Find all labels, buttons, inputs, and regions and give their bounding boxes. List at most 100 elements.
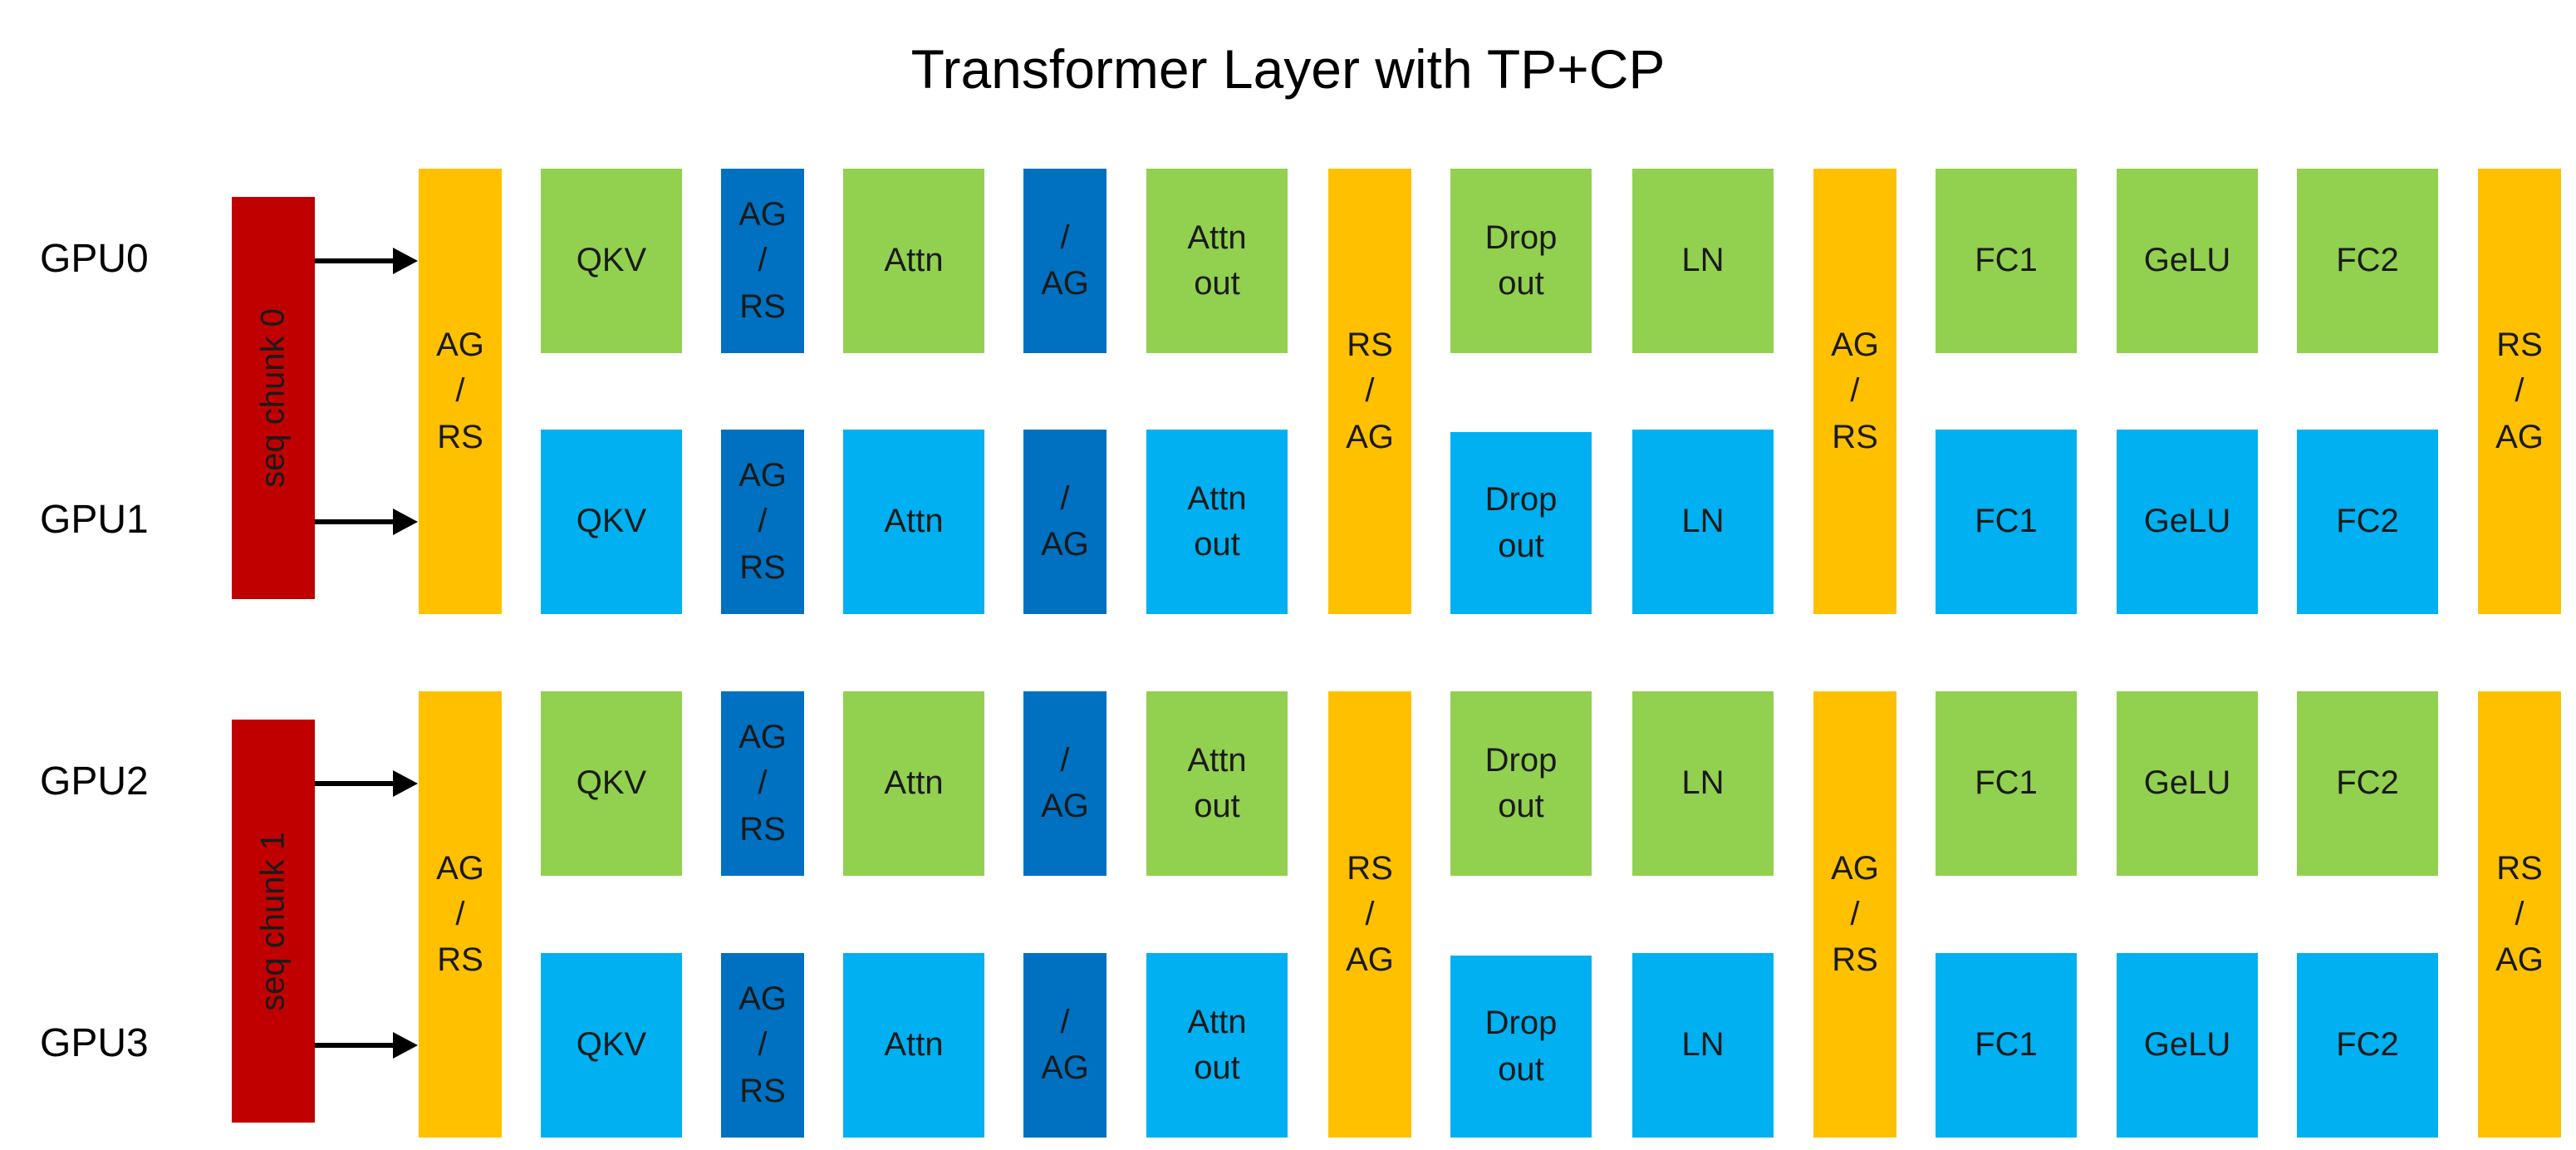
compute-op-block: Drop out: [1450, 956, 1592, 1138]
compute-op-block: Attn: [843, 169, 984, 353]
op-label: Attn: [884, 764, 944, 802]
compute-op-block: Attn: [843, 953, 984, 1138]
op-label: QKV: [576, 503, 647, 540]
gpu-label: GPU1: [40, 498, 149, 542]
op-label: AG / RS: [738, 980, 787, 1109]
op-label: FC1: [1975, 503, 2038, 540]
compute-op-block: FC1: [1936, 691, 2077, 876]
collective-block: AG / RS: [1813, 169, 1896, 614]
compute-op-block: LN: [1632, 169, 1774, 353]
comm-op-block: AG / RS: [721, 691, 804, 876]
collective-block: AG / RS: [1813, 691, 1896, 1138]
op-label: FC1: [1975, 242, 2038, 279]
collective-label: RS / AG: [1346, 327, 1394, 455]
collective-label: AG / RS: [436, 849, 484, 979]
op-label: Drop out: [1484, 219, 1558, 302]
arrow: [315, 509, 418, 535]
collective-label: AG / RS: [1831, 327, 1879, 455]
collective-label: AG / RS: [1831, 849, 1879, 979]
op-label: / AG: [1041, 741, 1089, 824]
compute-op-block: FC2: [2297, 430, 2438, 614]
op-label: Drop out: [1484, 1005, 1558, 1088]
comm-op-block: / AG: [1023, 169, 1106, 353]
compute-op-block: Drop out: [1450, 691, 1592, 876]
compute-op-block: QKV: [541, 691, 682, 876]
compute-op-block: FC2: [2297, 169, 2438, 353]
gpu-label: GPU3: [40, 1021, 149, 1065]
compute-op-block: Drop out: [1450, 432, 1592, 614]
op-label: QKV: [576, 764, 647, 802]
op-label: GeLU: [2143, 503, 2231, 540]
op-label: FC2: [2336, 242, 2399, 279]
op-label: AG / RS: [738, 196, 787, 325]
compute-op-block: GeLU: [2117, 691, 2258, 876]
op-label: LN: [1681, 242, 1725, 279]
op-label: Attn out: [1187, 741, 1247, 824]
compute-op-block: Attn out: [1146, 169, 1288, 353]
collective-label: RS / AG: [2495, 849, 2544, 979]
op-label: Drop out: [1484, 741, 1558, 824]
comm-op-block: AG / RS: [721, 953, 804, 1138]
op-label: FC1: [1975, 764, 2038, 802]
op-label: GeLU: [2143, 1026, 2231, 1064]
op-label: / AG: [1041, 219, 1089, 302]
op-label: / AG: [1041, 479, 1089, 563]
op-label: Attn: [884, 1026, 944, 1064]
collective-block: RS / AG: [1328, 691, 1411, 1138]
compute-op-block: GeLU: [2117, 430, 2258, 614]
op-label: / AG: [1041, 1003, 1089, 1086]
compute-op-block: QKV: [541, 169, 682, 353]
collective-label: RS / AG: [2495, 327, 2544, 455]
collective-label: AG / RS: [436, 327, 484, 455]
arrow: [315, 1032, 418, 1059]
op-label: FC2: [2336, 764, 2399, 802]
compute-op-block: Attn: [843, 691, 984, 876]
compute-op-block: FC2: [2297, 953, 2438, 1138]
comm-op-block: / AG: [1023, 953, 1106, 1138]
op-label: FC2: [2336, 1026, 2399, 1064]
compute-op-block: Attn out: [1146, 430, 1288, 614]
compute-op-block: Attn: [843, 430, 984, 614]
compute-op-block: GeLU: [2117, 953, 2258, 1138]
compute-op-block: FC1: [1936, 953, 2077, 1138]
compute-op-block: FC1: [1936, 430, 2077, 614]
collective-block: RS / AG: [2478, 691, 2561, 1138]
collective-block: RS / AG: [2478, 169, 2561, 614]
op-label: QKV: [576, 1026, 647, 1064]
seq-chunk-bar: seq chunk 1: [232, 720, 315, 1123]
op-label: Attn: [884, 503, 944, 540]
compute-op-block: GeLU: [2117, 169, 2258, 353]
op-label: Attn out: [1187, 219, 1247, 302]
gpu-label: GPU2: [40, 759, 149, 804]
collective-label: RS / AG: [1346, 849, 1394, 979]
op-label: QKV: [576, 242, 647, 279]
comm-op-block: AG / RS: [721, 169, 804, 353]
op-label: GeLU: [2143, 764, 2231, 802]
compute-op-block: LN: [1632, 691, 1774, 876]
op-label: LN: [1681, 503, 1725, 540]
op-label: Attn: [884, 242, 944, 279]
collective-block: AG / RS: [419, 691, 502, 1138]
compute-op-block: Drop out: [1450, 169, 1592, 353]
compute-op-block: Attn out: [1146, 953, 1288, 1138]
comm-op-block: / AG: [1023, 430, 1106, 614]
compute-op-block: LN: [1632, 430, 1774, 614]
gpu-label: GPU0: [40, 237, 149, 281]
arrow: [315, 248, 418, 274]
collective-block: RS / AG: [1328, 169, 1411, 614]
op-label: FC1: [1975, 1026, 2038, 1064]
seq-chunk-label: seq chunk 0: [254, 308, 292, 488]
compute-op-block: FC1: [1936, 169, 2077, 353]
op-label: Attn out: [1187, 1003, 1247, 1086]
op-label: Drop out: [1484, 481, 1558, 564]
compute-op-block: LN: [1632, 953, 1774, 1138]
compute-op-block: Attn out: [1146, 691, 1288, 876]
arrow: [315, 770, 418, 797]
compute-op-block: QKV: [541, 430, 682, 614]
diagram-title: Transformer Layer with TP+CP: [910, 38, 1666, 100]
seq-chunk-bar: seq chunk 0: [232, 197, 315, 599]
collective-block: AG / RS: [419, 169, 502, 614]
op-label: AG / RS: [738, 457, 787, 586]
seq-chunk-label: seq chunk 1: [254, 831, 292, 1011]
